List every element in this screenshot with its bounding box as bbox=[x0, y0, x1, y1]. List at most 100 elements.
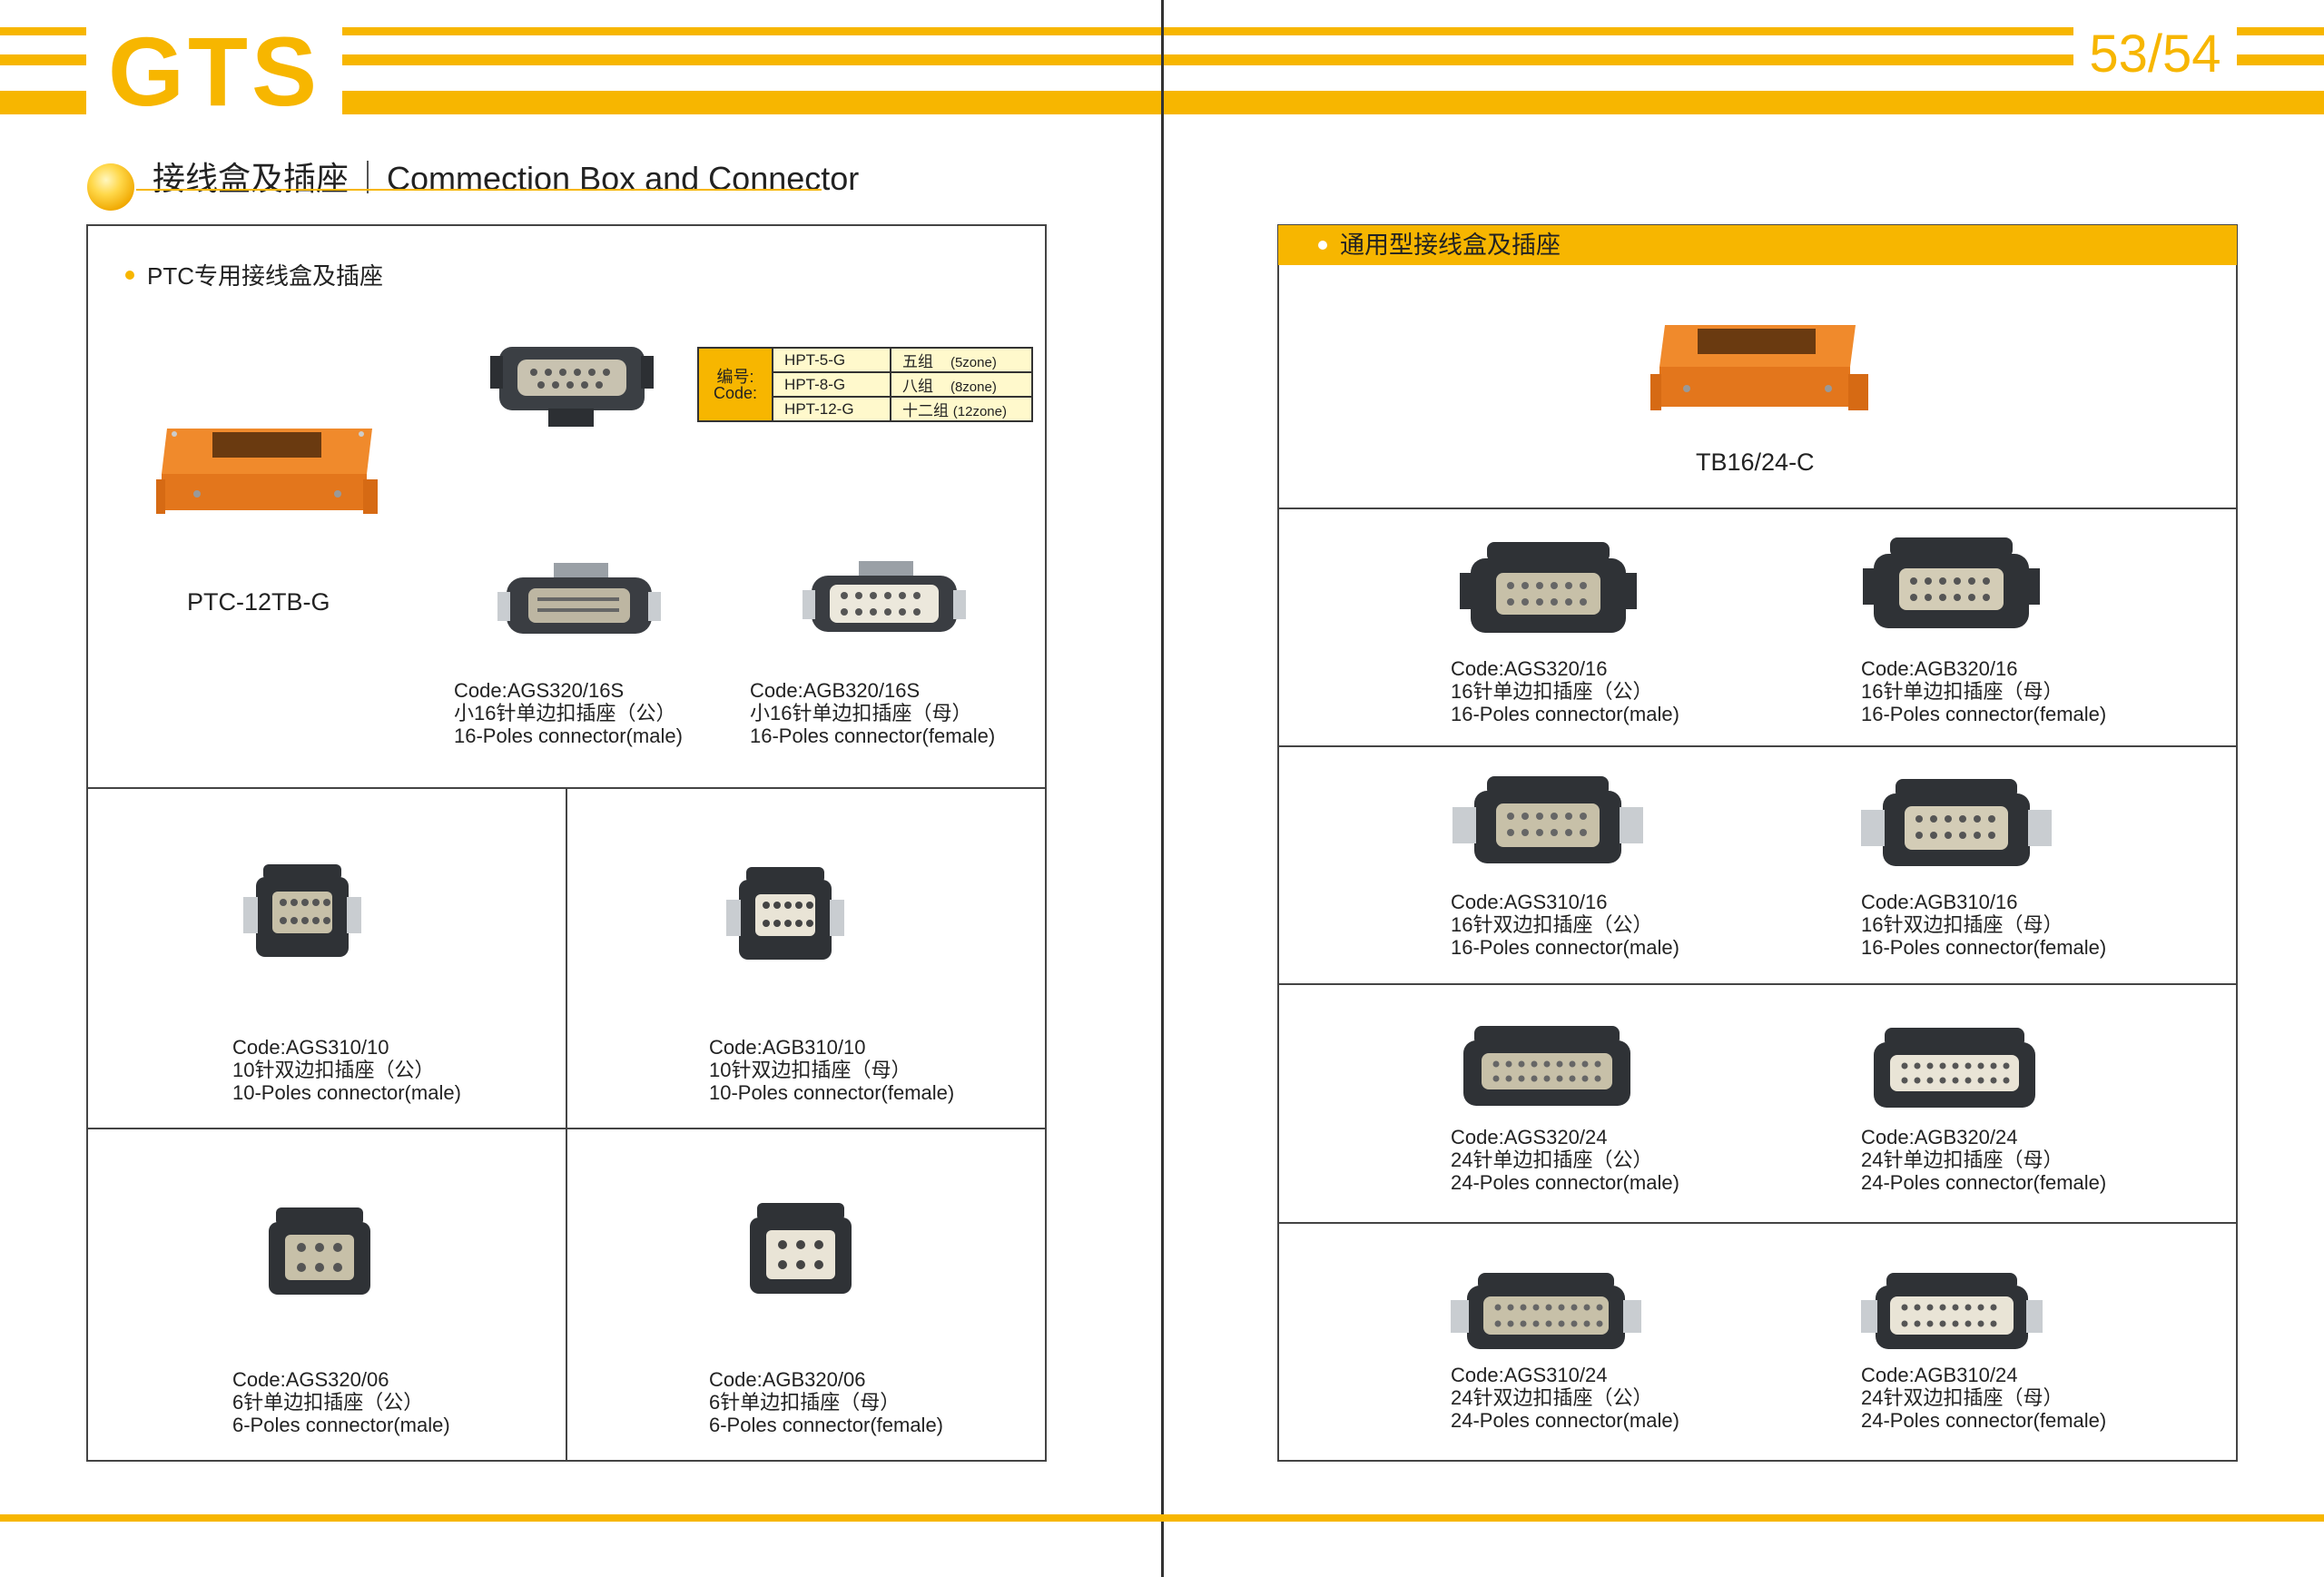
caption-en: 24-Poles connector(male) bbox=[1451, 1409, 1679, 1432]
connector-agb320-16-image bbox=[1863, 537, 2040, 628]
gts-logo: GTS bbox=[86, 23, 342, 121]
caption-cn: 小16针单边扣插座（母） bbox=[750, 702, 972, 724]
connector-ags320-16s-image bbox=[497, 563, 661, 634]
left-subtitle-text: PTC专用接线盒及插座 bbox=[147, 262, 384, 290]
caption-en: 16-Poles connector(female) bbox=[1861, 936, 2107, 959]
caption-agb320-24: Code:AGB320/24 24针单边扣插座（母） 24-Poles conn… bbox=[1861, 1126, 2106, 1194]
caption-ags320-16: Code:AGS320/16 16针单边扣插座（公） 16-Poles conn… bbox=[1451, 657, 1679, 725]
caption-en: 10-Poles connector(male) bbox=[232, 1081, 461, 1104]
section-bullet-ball-icon bbox=[87, 163, 134, 211]
right-subtitle-text: 通用型接线盒及插座 bbox=[1340, 232, 1561, 259]
bullet-dot-icon bbox=[125, 271, 134, 280]
caption-code: Code:AGS320/16 bbox=[1451, 657, 1608, 680]
section-title-underline bbox=[136, 189, 822, 191]
right-row-divider-4 bbox=[1277, 1222, 2238, 1224]
page-spine bbox=[1161, 0, 1164, 1577]
connector-ags310-16-image bbox=[1452, 776, 1643, 863]
title-separator bbox=[367, 161, 369, 193]
caption-en: 16-Poles connector(female) bbox=[750, 724, 996, 747]
caption-code: Code:AGB320/16S bbox=[750, 679, 921, 702]
caption-cn: 小16针单边扣插座（公） bbox=[454, 702, 676, 724]
connector-agb320-16s-image bbox=[803, 561, 966, 632]
left-box-label: PTC-12TB-G bbox=[187, 588, 330, 616]
caption-ags320-24: Code:AGS320/24 24针单边扣插座（公） 24-Poles conn… bbox=[1451, 1126, 1679, 1194]
section-title: 接线盒及插座 Commection Box and Connector bbox=[153, 153, 859, 200]
caption-en: 16-Poles connector(male) bbox=[454, 724, 683, 747]
caption-code: Code:AGB320/16 bbox=[1861, 657, 2018, 680]
footer-stripe bbox=[0, 1514, 2324, 1522]
caption-ags310-16: Code:AGS310/16 16针双边扣插座（公） 16-Poles conn… bbox=[1451, 891, 1679, 959]
connector-ags320-06-image bbox=[269, 1207, 370, 1295]
code-table-header: 编号: Code: bbox=[696, 347, 774, 422]
caption-code: Code:AGB320/06 bbox=[709, 1368, 866, 1391]
section-title-en: Commection Box and Connector bbox=[387, 160, 860, 197]
left-subtitle: PTC专用接线盒及插座 bbox=[125, 258, 383, 291]
caption-cn: 24针单边扣插座（公） bbox=[1451, 1148, 1653, 1171]
zone-en: (8zone) bbox=[950, 379, 997, 395]
section-title-cn: 接线盒及插座 bbox=[153, 160, 350, 197]
caption-en: 10-Poles connector(female) bbox=[709, 1081, 955, 1104]
connector-agb310-10-image bbox=[726, 867, 844, 960]
table-cell-zone: 八组 (8zone) bbox=[890, 371, 1034, 398]
caption-agb320-16: Code:AGB320/16 16针单边扣插座（母） 16-Poles conn… bbox=[1861, 657, 2106, 725]
table-cell-code: HPT-12-G bbox=[772, 396, 892, 422]
caption-code: Code:AGS310/24 bbox=[1451, 1364, 1608, 1386]
caption-ags320-06: Code:AGS320/06 6针单边扣插座（公） 6-Poles connec… bbox=[232, 1368, 450, 1436]
table-cell-code: HPT-8-G bbox=[772, 371, 892, 398]
caption-code: Code:AGB320/24 bbox=[1861, 1126, 2018, 1148]
tb16-24-c-junction-box-image bbox=[1650, 325, 1868, 410]
caption-agb310-10: Code:AGB310/10 10针双边扣插座（母） 10-Poles conn… bbox=[709, 1036, 954, 1104]
zone-cn: 五组 bbox=[902, 353, 934, 370]
caption-code: Code:AGB310/16 bbox=[1861, 891, 2018, 913]
caption-cn: 10针双边扣插座（母） bbox=[709, 1059, 911, 1081]
caption-agb310-16: Code:AGB310/16 16针双边扣插座（母） 16-Poles conn… bbox=[1861, 891, 2106, 959]
table-row: HPT-8-G 八组 (8zone) bbox=[698, 371, 1034, 398]
zone-cn: 十二组 bbox=[902, 402, 950, 419]
caption-cn: 16针单边扣插座（公） bbox=[1451, 680, 1653, 703]
left-col-divider bbox=[566, 787, 567, 1462]
connector-ags310-10-image bbox=[243, 864, 361, 957]
zone-cn: 八组 bbox=[902, 378, 934, 395]
caption-en: 16-Poles connector(male) bbox=[1451, 703, 1679, 725]
caption-code: Code:AGS320/06 bbox=[232, 1368, 389, 1391]
caption-ags310-24: Code:AGS310/24 24针双边扣插座（公） 24-Poles conn… bbox=[1451, 1364, 1679, 1432]
connector-agb320-24-image bbox=[1874, 1028, 2035, 1108]
caption-en: 24-Poles connector(male) bbox=[1451, 1171, 1679, 1194]
bullet-dot-icon bbox=[1318, 241, 1327, 250]
right-subtitle-bar: 通用型接线盒及插座 bbox=[1278, 225, 2237, 265]
code-header-en: Code: bbox=[714, 383, 758, 402]
right-row-divider-1 bbox=[1277, 508, 2238, 509]
connector-ags320-16-image bbox=[1460, 542, 1637, 633]
caption-cn: 16针单边扣插座（母） bbox=[1861, 680, 2063, 703]
connector-agb320-06-image bbox=[750, 1203, 852, 1294]
right-row-divider-3 bbox=[1277, 983, 2238, 985]
caption-en: 6-Poles connector(male) bbox=[232, 1414, 450, 1436]
table-cell-zone: 五组 (5zone) bbox=[890, 347, 1034, 373]
table-row: HPT-12-G 十二组 (12zone) bbox=[698, 396, 1034, 422]
caption-cn: 16针双边扣插座（母） bbox=[1861, 913, 2063, 936]
caption-cn: 10针双边扣插座（公） bbox=[232, 1059, 435, 1081]
caption-cn: 24针双边扣插座（母） bbox=[1861, 1386, 2063, 1409]
caption-en: 6-Poles connector(female) bbox=[709, 1414, 944, 1436]
zone-en: (5zone) bbox=[950, 355, 997, 370]
caption-en: 16-Poles connector(male) bbox=[1451, 936, 1679, 959]
caption-code: Code:AGB310/10 bbox=[709, 1036, 866, 1059]
connector-agb310-16-image bbox=[1861, 779, 2052, 866]
page-number: 53/54 bbox=[2073, 22, 2237, 87]
caption-cn: 24针双边扣插座（公） bbox=[1451, 1386, 1653, 1409]
right-row-divider-2 bbox=[1277, 745, 2238, 747]
zone-en: (12zone) bbox=[952, 404, 1007, 419]
caption-cn: 6针单边扣插座（公） bbox=[232, 1391, 424, 1414]
caption-agb320-06: Code:AGB320/06 6针单边扣插座（母） 6-Poles connec… bbox=[709, 1368, 943, 1436]
caption-ags310-10: Code:AGS310/10 10针双边扣插座（公） 10-Poles conn… bbox=[232, 1036, 461, 1104]
right-box-label: TB16/24-C bbox=[1696, 448, 1815, 476]
caption-code: Code:AGS320/16S bbox=[454, 679, 625, 702]
hpt-code-table: 编号: Code: HPT-5-G 五组 (5zone) HPT-8-G 八组 … bbox=[696, 347, 1034, 422]
caption-code: Code:AGS310/10 bbox=[232, 1036, 389, 1059]
hpt-connector-image bbox=[490, 347, 654, 427]
caption-en: 24-Poles connector(female) bbox=[1861, 1409, 2107, 1432]
table-row: 编号: Code: HPT-5-G 五组 (5zone) bbox=[696, 347, 1034, 422]
caption-ags320-16s: Code:AGS320/16S 小16针单边扣插座（公） 16-Poles co… bbox=[454, 679, 683, 747]
connector-agb310-24-image bbox=[1861, 1273, 2043, 1349]
table-cell-code: HPT-5-G bbox=[772, 347, 892, 373]
